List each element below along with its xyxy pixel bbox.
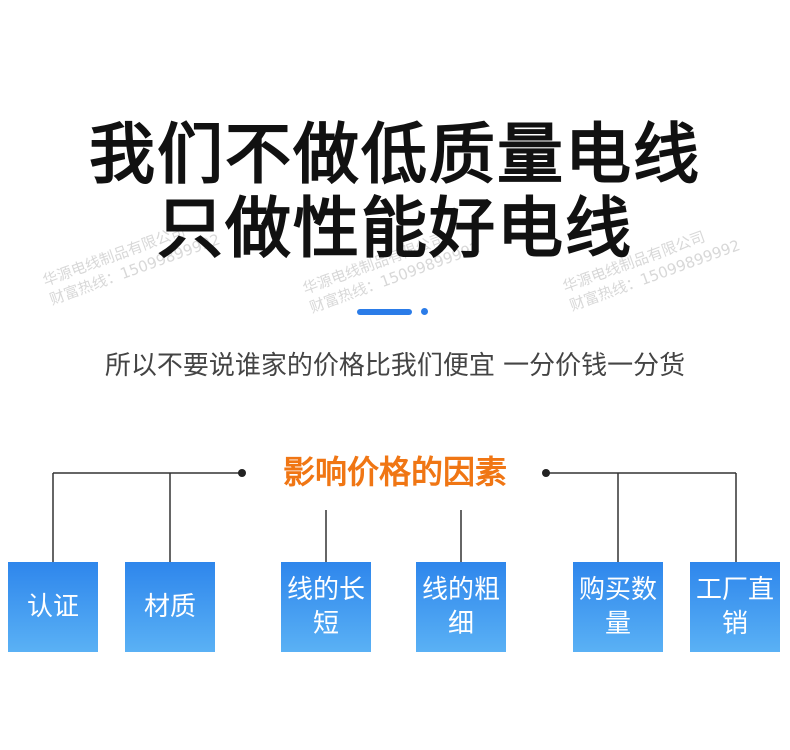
factor-label: 材质 bbox=[143, 592, 196, 622]
factors-title: 影响价格的因素 bbox=[282, 453, 507, 491]
decorative-dot bbox=[421, 308, 428, 315]
headline-line-2: 只做性能好电线 bbox=[157, 190, 633, 267]
headline-line-1: 我们不做低质量电线 bbox=[89, 116, 701, 193]
factor-label: 购买数量 bbox=[579, 575, 658, 639]
factor-box-factory-direct: 工厂直销 bbox=[690, 562, 780, 652]
factor-box-wire-length: 线的长短 bbox=[281, 562, 371, 652]
decorative-dash bbox=[357, 309, 412, 315]
factor-box-purchase-quantity: 购买数量 bbox=[573, 562, 663, 652]
connector-left-dot bbox=[238, 469, 246, 477]
factor-box-material: 材质 bbox=[125, 562, 215, 652]
factor-box-wire-gauge: 线的粗细 bbox=[416, 562, 506, 652]
connector-right-dot bbox=[542, 469, 550, 477]
factor-label: 线的粗细 bbox=[422, 575, 501, 639]
factor-label: 认证 bbox=[26, 592, 79, 622]
subtitle: 所以不要说谁家的价格比我们便宜 一分价钱一分货 bbox=[104, 351, 686, 381]
factor-box-certification: 认证 bbox=[8, 562, 98, 652]
factor-label: 工厂直销 bbox=[696, 575, 775, 639]
factor-label: 线的长短 bbox=[287, 575, 366, 639]
